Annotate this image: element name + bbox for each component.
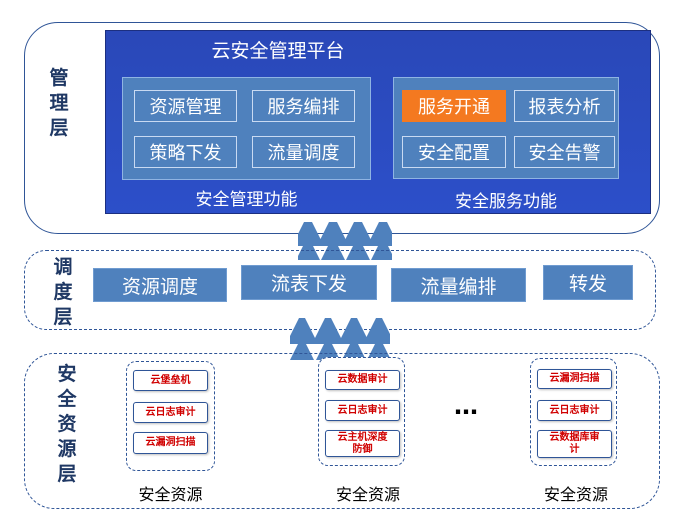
resource-layer-label: 安全资源层 <box>55 362 79 487</box>
sched-traffic-orchestration[interactable]: 流量编排 <box>391 268 526 302</box>
resource-layer-label-text: 安全资源层 <box>57 363 77 485</box>
func-security-config[interactable]: 安全配置 <box>402 136 506 168</box>
resource-item[interactable]: 云漏洞扫描 <box>537 369 612 389</box>
more-resources-ellipsis: … <box>454 392 480 420</box>
resource-item[interactable]: 云漏洞扫描 <box>133 432 208 454</box>
resource-group-caption: 安全资源 <box>543 485 608 504</box>
mgmt-sched-arrows <box>298 222 392 260</box>
sched-res-arrows <box>290 318 390 360</box>
resource-item[interactable]: 云日志审计 <box>133 402 208 423</box>
resource-item[interactable]: 云日志审计 <box>537 400 612 421</box>
func-service-orchestration[interactable]: 服务编排 <box>252 90 355 122</box>
func-resource-management[interactable]: 资源管理 <box>134 90 237 122</box>
management-functions-caption: 安全管理功能 <box>195 190 298 210</box>
management-layer-label-text: 管理层 <box>49 67 69 139</box>
resource-group-caption: 安全资源 <box>335 485 400 504</box>
resource-group-caption: 安全资源 <box>138 485 203 504</box>
resource-item[interactable]: 云日志审计 <box>325 400 400 421</box>
scheduling-layer-label: 调度层 <box>51 255 75 330</box>
resource-item[interactable]: 云数据审计 <box>325 370 400 390</box>
double-arrow-icon <box>290 318 390 360</box>
func-traffic-scheduling[interactable]: 流量调度 <box>252 136 355 168</box>
func-security-alert[interactable]: 安全告警 <box>514 136 615 168</box>
service-functions-caption: 安全服务功能 <box>455 192 557 212</box>
resource-item[interactable]: 云堡垒机 <box>133 370 208 391</box>
sched-resource-scheduling[interactable]: 资源调度 <box>93 268 227 302</box>
func-service-activation[interactable]: 服务开通 <box>402 90 506 122</box>
resource-item[interactable]: 云主机深度 防御 <box>325 430 400 457</box>
platform-title: 云安全管理平台 <box>211 40 345 62</box>
sched-forwarding[interactable]: 转发 <box>543 265 633 300</box>
sched-flow-table-distribution[interactable]: 流表下发 <box>241 265 377 300</box>
func-policy-distribution[interactable]: 策略下发 <box>134 136 237 168</box>
resource-item[interactable]: 云数据库审 计 <box>537 430 612 458</box>
scheduling-layer-label-text: 调度层 <box>53 256 73 328</box>
func-report-analysis[interactable]: 报表分析 <box>514 90 615 122</box>
security-resource-layer <box>24 353 660 509</box>
double-arrow-icon <box>298 222 392 260</box>
management-layer-label: 管理层 <box>47 66 71 141</box>
